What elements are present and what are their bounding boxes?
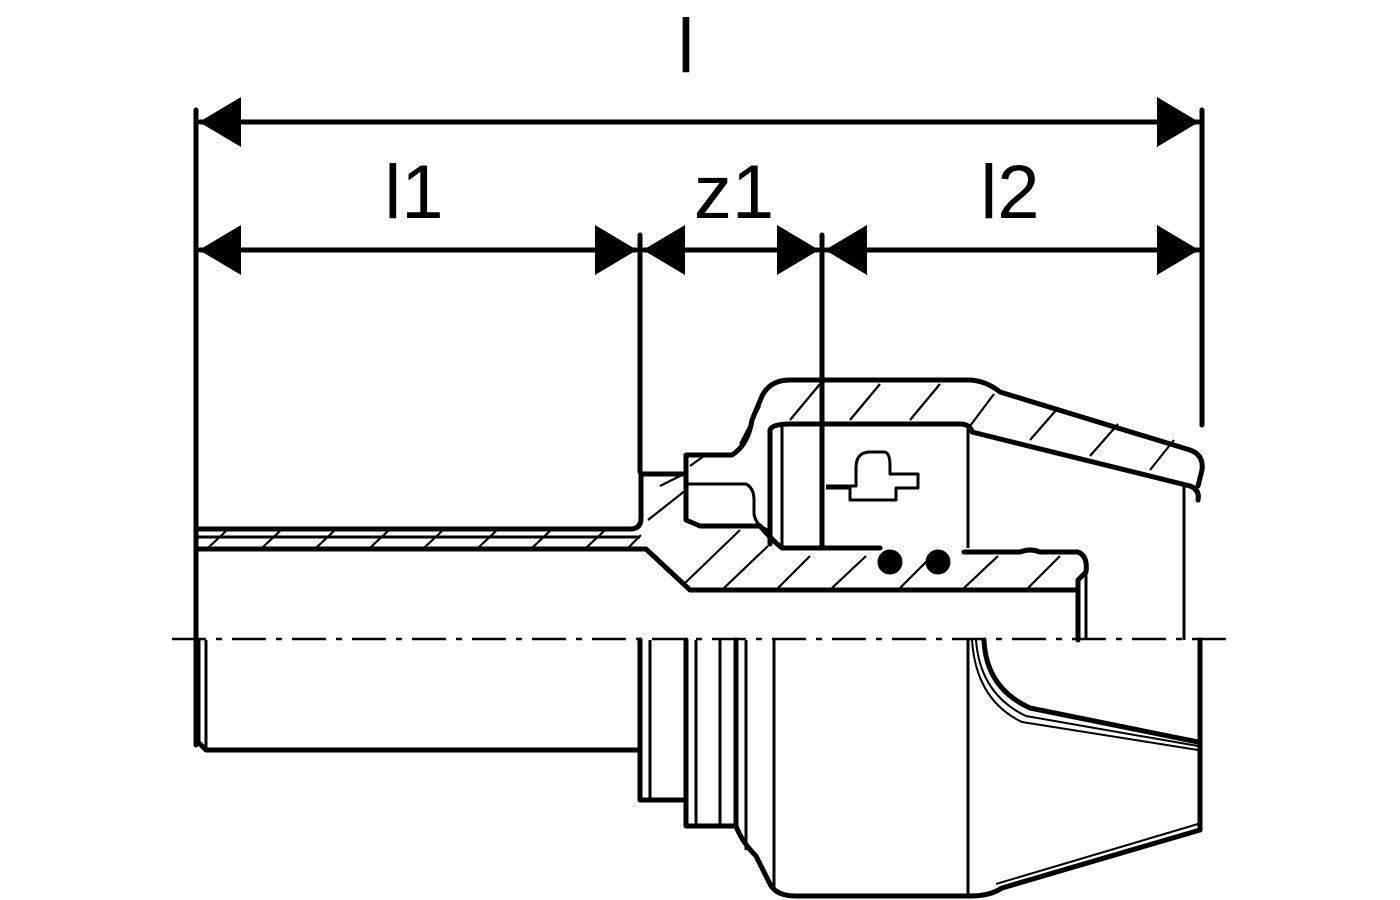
collar-step-1 xyxy=(637,637,689,803)
pipe-wall-section xyxy=(195,377,1205,532)
pipe-inner-edge xyxy=(195,546,1081,643)
dimension-lines xyxy=(193,97,1205,748)
nose-contour xyxy=(981,637,1201,745)
body-nipple-shoulder xyxy=(686,482,769,532)
label-z1: z1 xyxy=(694,150,774,235)
arrowhead-l2-right xyxy=(1157,225,1199,275)
grip-ring xyxy=(826,450,920,502)
label-l2: l2 xyxy=(980,150,1039,235)
body-section-hatching xyxy=(647,383,1175,589)
arrowhead-l2-left xyxy=(825,225,867,275)
label-overall-length: l xyxy=(678,4,695,89)
nose-lower-contour xyxy=(995,823,1199,885)
arrowhead-z1-left xyxy=(643,225,685,275)
pipe-wall-hatching xyxy=(207,530,642,549)
body-lower-wall xyxy=(819,545,1089,593)
arrowhead-overall-left xyxy=(199,97,241,147)
label-l1: l1 xyxy=(384,150,443,235)
arrowhead-l1-right xyxy=(595,225,637,275)
section-view-upper-half xyxy=(195,377,1205,643)
o-ring-right xyxy=(925,549,951,575)
spigot-outline xyxy=(195,637,643,753)
arrowhead-l1-left xyxy=(199,225,241,275)
collar-step-2 xyxy=(683,637,739,829)
nose-contour-inner-2 xyxy=(971,639,1199,751)
o-ring-left xyxy=(877,549,903,575)
sleeve-body-outline xyxy=(733,637,1203,899)
arrowhead-overall-right xyxy=(1157,97,1199,147)
nose-contour-inner xyxy=(975,639,1199,747)
dimension-labels: l l1 z1 l2 xyxy=(384,4,1039,235)
arrowhead-z1-right xyxy=(777,225,819,275)
external-view-lower-half xyxy=(195,637,1203,899)
